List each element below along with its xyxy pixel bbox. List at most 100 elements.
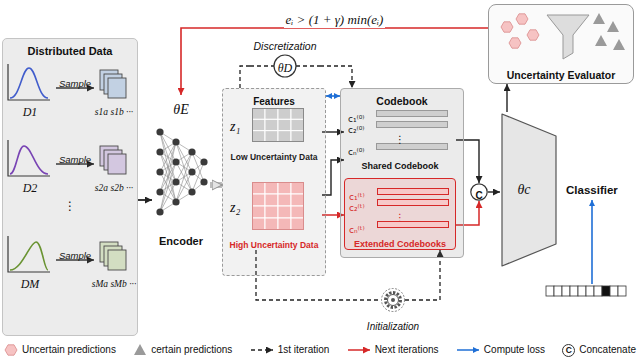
dashed-stub: [296, 65, 320, 66]
legend-item: Next iterations: [347, 344, 439, 356]
grid-cell: [291, 131, 304, 142]
feature-caption: Low Uncertainty Data: [231, 152, 318, 163]
network-link: [160, 182, 176, 212]
funnel-icon: [547, 15, 589, 59]
text-holder: D1: [23, 102, 38, 120]
legend-text: Next iterations: [375, 344, 439, 356]
text-holder: cₙ⁽⁰⁾: [348, 141, 365, 159]
vector-cell: [586, 286, 594, 296]
legend-text: certain predictions: [151, 344, 232, 356]
certain-triangle: [607, 21, 619, 32]
text-holder: Distributed Data: [3, 41, 137, 59]
dashed-stub: [250, 65, 274, 66]
legend-item: CConcatenate: [562, 344, 636, 357]
step-caption: Discretization: [253, 40, 316, 53]
triangle-shape: [134, 344, 146, 355]
connector: [240, 66, 250, 88]
figure-label: s1a s1b ···: [95, 106, 133, 118]
ellipsis-dots: ⋮: [395, 212, 405, 223]
classifier-block: θcClassifier: [500, 112, 558, 268]
network-unit: [188, 188, 195, 195]
network-unit: [172, 198, 179, 205]
grid-cell: [278, 119, 291, 130]
grid-outline: [253, 109, 304, 142]
feature-symbol: z₁: [230, 119, 240, 135]
grid-cell: [265, 218, 278, 230]
condition-label: eᵢ > (1 + γ) min(eᵢ): [286, 12, 384, 27]
code-vector: [377, 199, 449, 206]
network-unit: [172, 158, 179, 165]
text-holder: Shared Codebook: [344, 155, 456, 173]
network-unit: [172, 138, 179, 145]
text-holder: eᵢ > (1 + γ) min(eᵢ): [284, 10, 386, 28]
network-link: [176, 172, 192, 202]
param-label: θD: [278, 60, 293, 76]
node-title: Classifier: [566, 183, 618, 197]
text-holder: θc: [500, 180, 548, 198]
code-label: cₙ⁽⁰⁾: [348, 147, 365, 158]
grid-cell: [252, 218, 265, 230]
grid-cell: [265, 108, 278, 119]
vector-cell: [578, 286, 586, 296]
text-holder: Sample: [59, 149, 91, 167]
param-label: θE: [173, 102, 188, 118]
grid-cell: [291, 194, 304, 206]
dashed-arrow: [251, 349, 273, 350]
text-holder: z₂: [230, 198, 240, 216]
connector: [326, 95, 340, 97]
text-holder: Initialization: [360, 316, 426, 334]
network-unit: [156, 168, 163, 175]
hexagon-shape: [5, 345, 17, 355]
legend-item: certain predictions: [133, 343, 232, 357]
param-ring: [274, 55, 296, 77]
blue-arrow: [457, 349, 479, 351]
text-holder: s1a s1b ···: [95, 101, 133, 119]
grid-cell: [252, 131, 265, 142]
panel-heading: Codebook: [376, 95, 427, 108]
gear-ring: [382, 289, 405, 312]
grid-cell: [265, 131, 278, 142]
concat-symbol: C: [566, 345, 572, 356]
connector: [488, 191, 500, 192]
codebook-title: Shared Codebook: [361, 161, 438, 172]
text-holder: Encoder: [152, 231, 210, 249]
codebook-panel: Codebookc₁⁽⁰⁾c₂⁽⁰⁾⋮cₙ⁽⁰⁾Shared Codebookc…: [340, 88, 464, 258]
grid-cell: [291, 206, 304, 218]
evaluator-box: Uncertainty Evaluator: [488, 4, 634, 84]
code-label: c₁⁽ᵗ⁾: [349, 192, 365, 203]
text-holder: θD: [250, 58, 320, 76]
legend-concat-circle: C: [562, 344, 575, 357]
grid-cell: [252, 182, 265, 194]
network-unit: [156, 208, 163, 215]
legend-blue-arrow: [456, 345, 480, 355]
network-unit: [156, 188, 163, 195]
red-arrow: [348, 349, 370, 351]
legend-item: 1st iteration: [250, 344, 330, 356]
code-vector: [376, 110, 448, 117]
vector-cell: [610, 286, 618, 296]
legend-triangle: [133, 343, 147, 357]
network-unit: [156, 128, 163, 135]
vector-cell: [546, 286, 554, 296]
grid-cell: [265, 194, 278, 206]
network-link: [192, 162, 204, 192]
concat-circle: C: [470, 183, 488, 201]
figure-label: s2a s2b ···: [95, 182, 133, 194]
features-panel: Featuresz₁Low Uncertainty Dataz₂High Unc…: [222, 88, 326, 276]
feature-grid: [252, 182, 304, 230]
legend-item: Compute loss: [456, 344, 545, 356]
discretization-node: Discretization θD: [250, 36, 320, 78]
one-hot-vector: [546, 286, 626, 296]
grid-cell: [278, 206, 291, 218]
figure-label: Sample: [59, 154, 91, 166]
text-holder: ⋮: [64, 196, 76, 214]
text-holder: s2a s2b ···: [95, 177, 133, 195]
code-label: c₂⁽⁰⁾: [348, 125, 365, 136]
connector: [138, 199, 152, 201]
vector-cell: [602, 286, 610, 296]
text-holder: D2: [23, 178, 38, 196]
legend-text: 1st iteration: [278, 344, 330, 356]
param-label: θc: [517, 182, 530, 198]
figure-label: D1: [23, 106, 38, 119]
